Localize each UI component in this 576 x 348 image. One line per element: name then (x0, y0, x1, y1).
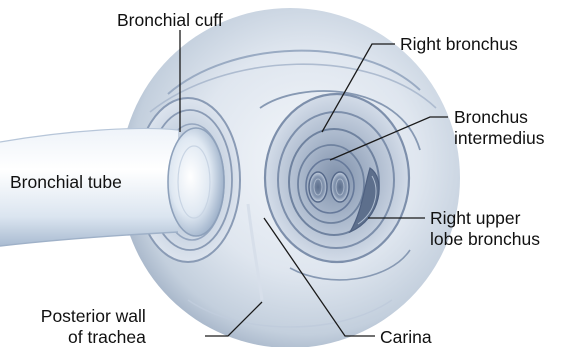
label-right-upper-lobe-line2: lobe bronchus (430, 229, 540, 250)
label-posterior-wall-line2: of trachea (40, 327, 146, 348)
label-posterior-wall-line1: Posterior wall (40, 306, 146, 327)
bronchial-cuff (168, 128, 224, 236)
label-posterior-wall-of-trachea: Posterior wall of trachea (40, 306, 146, 348)
label-right-bronchus: Right bronchus (400, 34, 518, 55)
label-bronchial-cuff: Bronchial cuff (117, 10, 223, 31)
label-right-upper-lobe-line1: Right upper (430, 208, 540, 229)
label-bronchus-intermedius-line2: intermedius (454, 128, 544, 149)
label-bronchus-intermedius: Bronchus intermedius (454, 107, 544, 149)
label-carina: Carina (380, 327, 432, 348)
label-bronchus-intermedius-line1: Bronchus (454, 107, 544, 128)
label-right-upper-lobe-bronchus: Right upper lobe bronchus (430, 208, 540, 250)
label-bronchial-tube: Bronchial tube (10, 172, 122, 193)
